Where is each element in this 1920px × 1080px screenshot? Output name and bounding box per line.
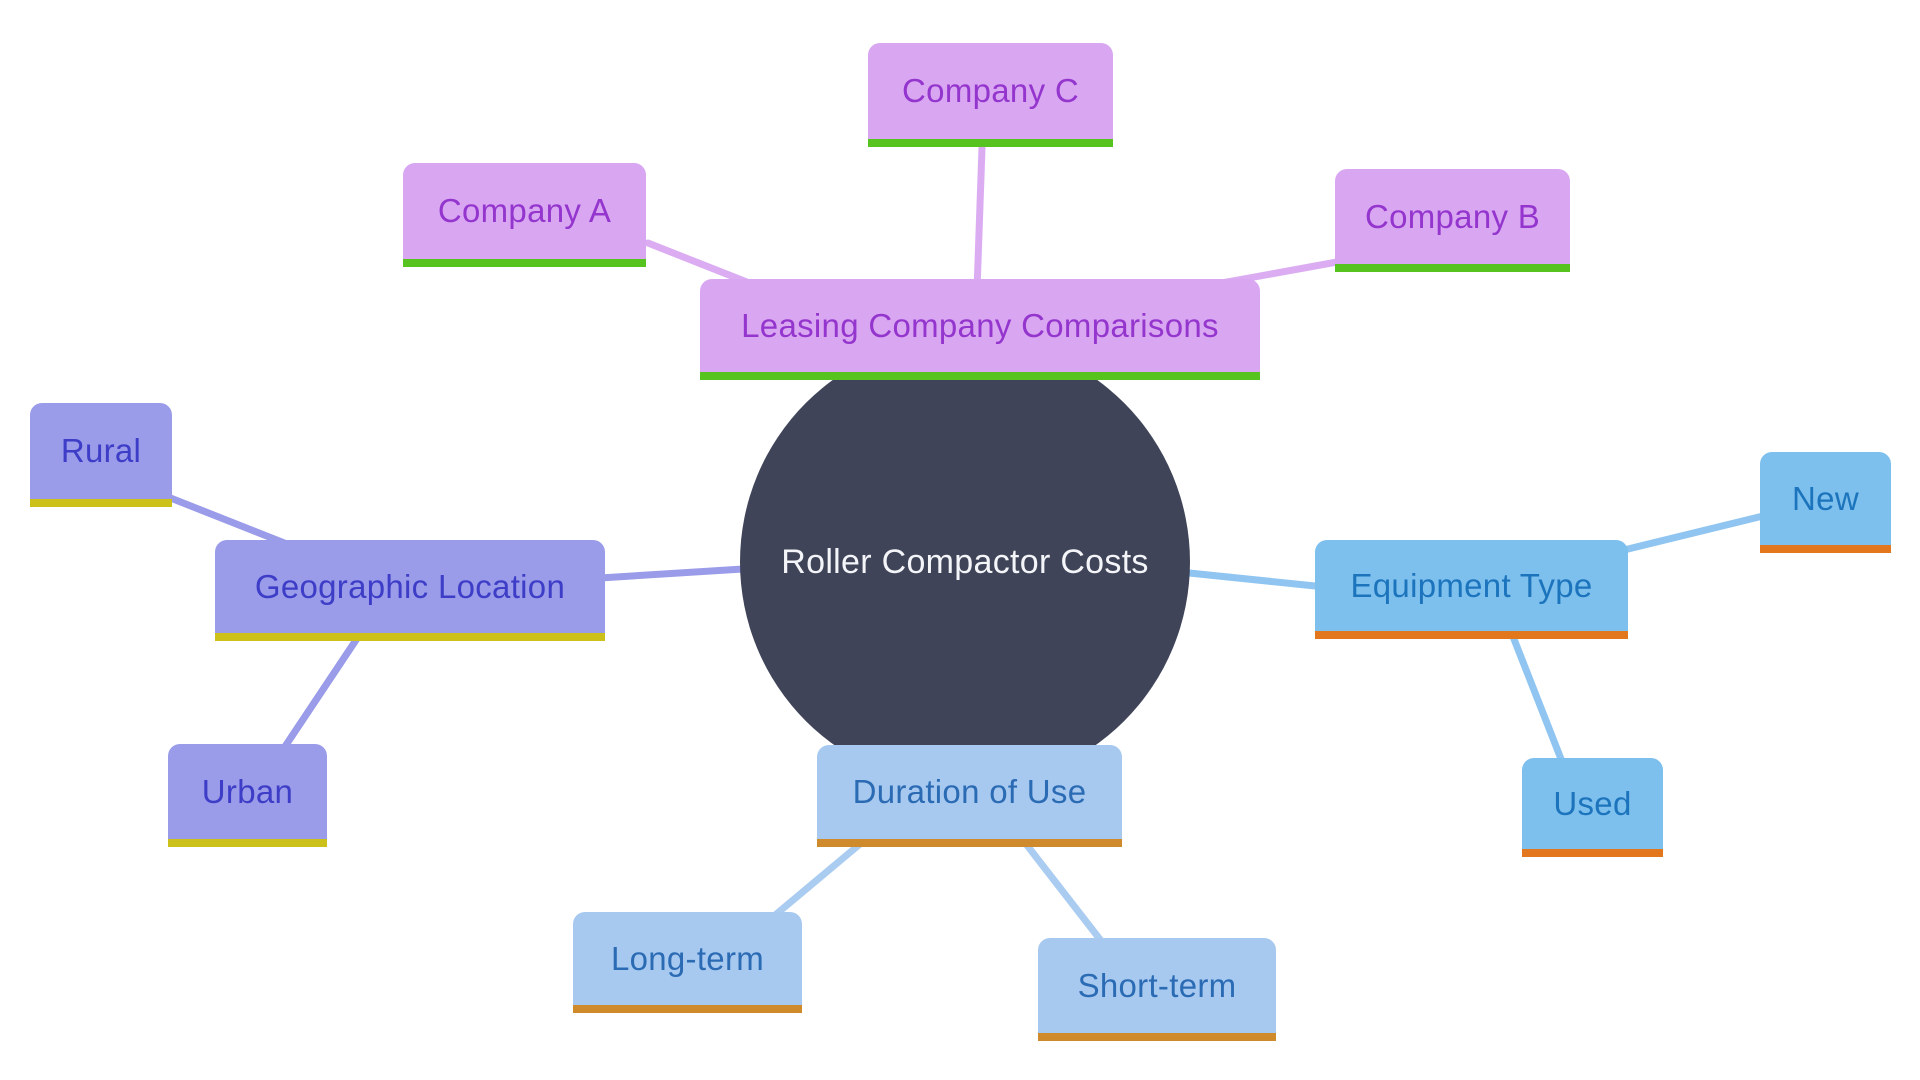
node-label: Equipment Type (1350, 566, 1593, 604)
node-label: Company A (437, 192, 612, 229)
edge-leasing-to-company-c (973, 144, 986, 294)
node-used: Used (1522, 758, 1663, 857)
node-urban: Urban (168, 744, 327, 847)
center-node-roller-compactor-costs: Roller Compactor Costs (740, 337, 1190, 787)
edge-duration-to-long-term (770, 840, 864, 920)
node-label: Urban (201, 772, 294, 810)
edge-equipment-to-used (1508, 630, 1567, 768)
node-leasing-company-comparisons: Leasing Company Comparisons (700, 279, 1260, 380)
node-label: Company B (1364, 197, 1541, 235)
node-short-term: Short-term (1038, 938, 1276, 1041)
node-new: New (1760, 452, 1891, 553)
edge-equipment-to-new (1620, 512, 1767, 554)
node-geographic-location: Geographic Location (215, 540, 605, 641)
edge-geographic-to-urban (280, 633, 362, 752)
node-company-b: Company B (1335, 169, 1570, 272)
node-rural: Rural (30, 403, 172, 507)
node-label: Geographic Location (254, 567, 566, 605)
node-company-c: Company C (868, 43, 1113, 147)
node-company-a: Company A (403, 163, 646, 267)
node-duration-of-use: Duration of Use (817, 745, 1122, 847)
node-label: Short-term (1077, 966, 1237, 1004)
edge-duration-to-short-term (1022, 840, 1106, 946)
node-label: Duration of Use (852, 773, 1087, 810)
node-label: Long-term (610, 939, 765, 977)
node-equipment-type: Equipment Type (1315, 540, 1628, 639)
node-label: Company C (902, 72, 1079, 109)
node-label: New (1792, 479, 1859, 517)
node-label: Rural (60, 432, 142, 469)
node-label: Used (1553, 784, 1632, 822)
center-node-label: Roller Compactor Costs (781, 542, 1149, 581)
node-label: Leasing Company Comparisons (741, 306, 1219, 344)
edge-geographic-to-rural (164, 493, 296, 550)
node-long-term: Long-term (573, 912, 802, 1013)
